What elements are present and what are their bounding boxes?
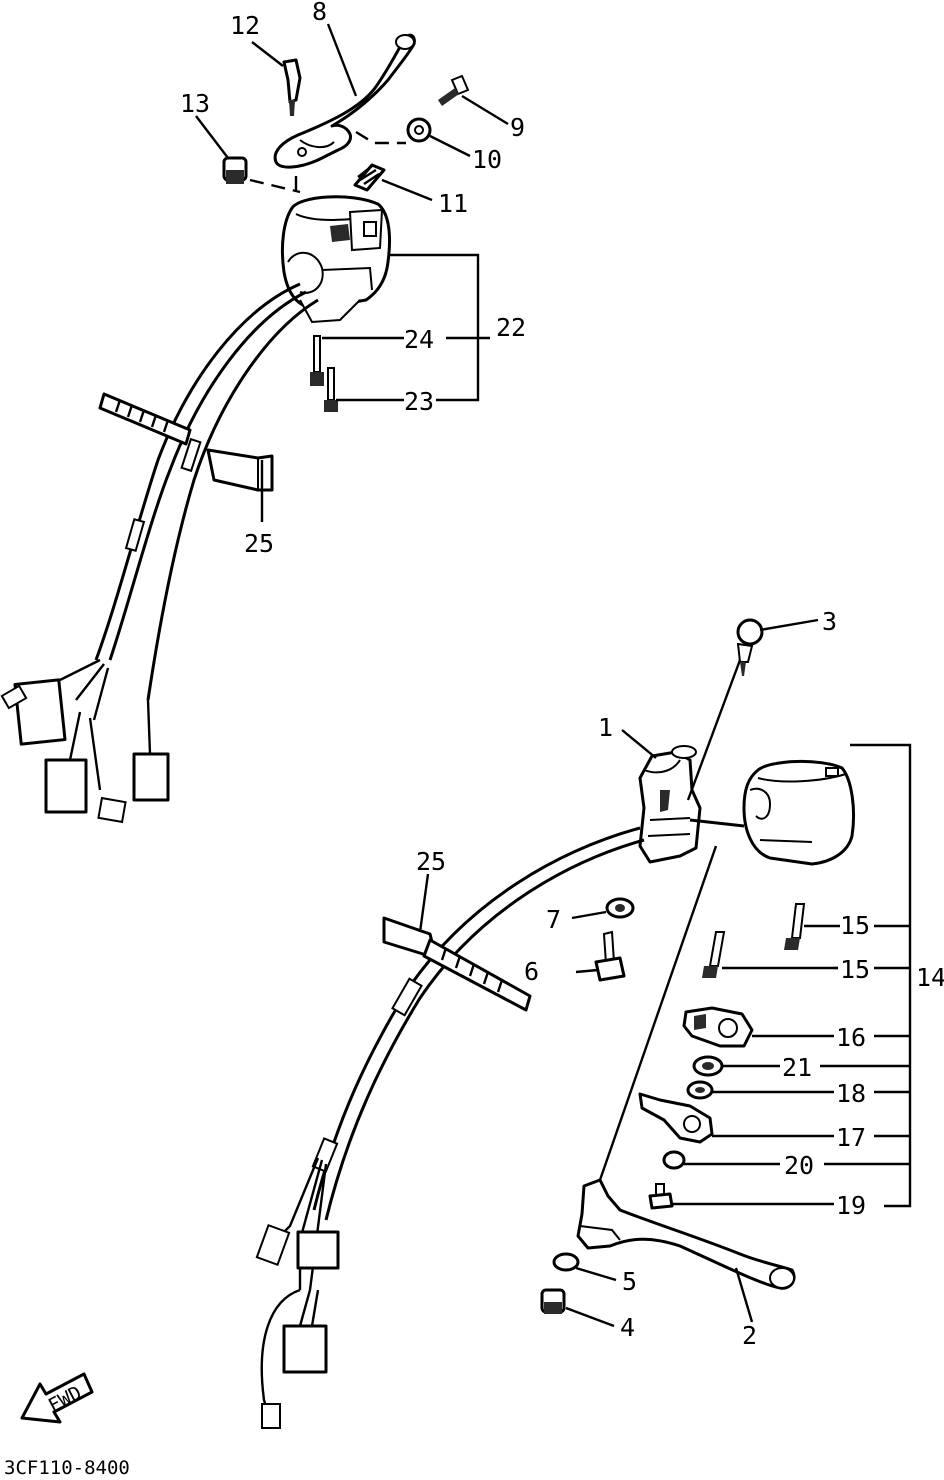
callout-25a: 25 [244,529,274,558]
callout-7: 7 [546,905,561,934]
part-17-switch-part [638,1092,714,1144]
part-24-screw [310,335,324,386]
callout-17: 17 [836,1123,866,1152]
callout-9: 9 [510,113,525,142]
part-3-screw [736,618,764,676]
part-22-switch-housing [280,195,392,324]
upper-leader-lines [195,23,509,522]
part-12-bolt [282,58,302,116]
part-13-cap [222,156,248,184]
part-9-screw [438,74,470,106]
part-15-screw-a [784,903,806,950]
callout-6: 6 [524,957,539,986]
callout-16: 16 [836,1023,866,1052]
callout-11: 11 [438,189,468,218]
callout-21: 21 [782,1053,812,1082]
part-2-lever [576,1178,796,1290]
callout-12: 12 [230,11,260,40]
assembly-line [355,130,406,145]
callout-24: 24 [404,325,434,354]
part-20-nut [662,1150,686,1170]
callout-14: 14 [916,963,944,992]
fwd-arrow-icon: FWD [20,1372,94,1424]
part-14-switch-housing [742,760,856,866]
callout-4: 4 [620,1313,635,1342]
callout-19: 19 [836,1191,866,1220]
part-4-nut [540,1288,566,1314]
part-5-washer [552,1252,580,1272]
part-19-screw [648,1183,674,1210]
part-1-bracket [638,745,702,864]
assembly-line [249,178,301,194]
part-23-screw [324,367,338,412]
lower-wire-harness [255,818,745,1429]
callout-8: 8 [312,0,327,26]
callout-1: 1 [598,713,613,742]
part-18-washer [686,1080,714,1100]
part-21-washer [692,1055,724,1077]
callout-18: 18 [836,1079,866,1108]
lower-leader-lines [418,618,912,1328]
callout-20: 20 [784,1151,814,1180]
callout-labels: 1 2 3 4 5 6 7 8 9 10 11 12 13 14 15 15 1… [180,0,944,1350]
callout-25b: 25 [416,847,446,876]
part-10-nut [406,117,432,143]
upper-wire-harness [0,282,319,824]
part-7-washer [605,897,635,919]
diagram-code: 3CF110-8400 [4,1457,130,1479]
callout-2: 2 [742,1321,757,1350]
callout-22: 22 [496,313,526,342]
part-6-bolt [594,930,626,982]
callout-5: 5 [622,1267,637,1296]
callout-15b: 15 [840,955,870,984]
part-15-screw-b [702,931,726,978]
callout-23: 23 [404,387,434,416]
part-25-cable-tie-lower [382,916,532,1012]
callout-13: 13 [180,89,210,118]
part-8-lever [273,33,416,169]
callout-3: 3 [822,607,837,636]
callout-15a: 15 [840,911,870,940]
part-25-cable-tie [98,392,274,492]
part-16-switch-part [682,1006,754,1048]
part-11-spring [353,163,386,192]
callout-10: 10 [472,145,502,174]
